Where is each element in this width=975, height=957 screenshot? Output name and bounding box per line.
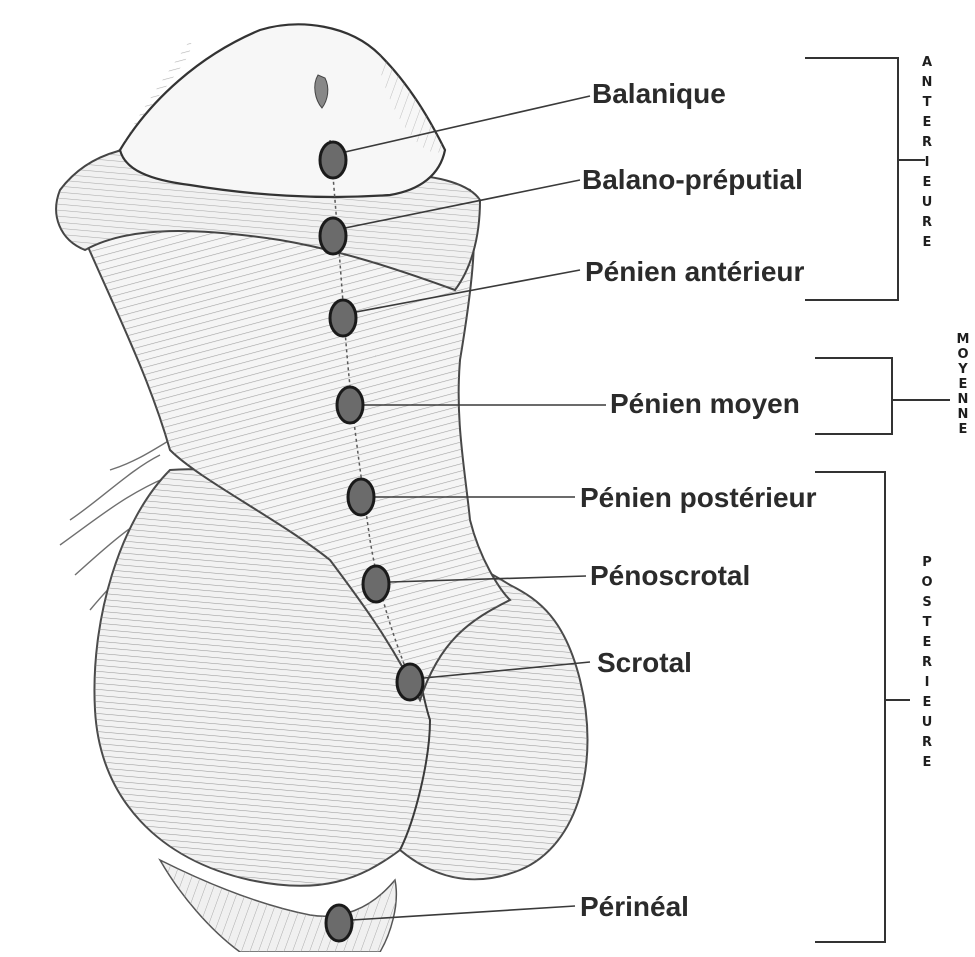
group-letter: E — [919, 176, 935, 196]
label-penien-posterieur: Pénien postérieur — [580, 484, 817, 512]
group-letter: R — [919, 136, 935, 156]
group-anterieure: ANTERIEURE — [919, 56, 935, 256]
group-letter: U — [919, 716, 935, 736]
group-letter: T — [919, 96, 935, 116]
group-letter: M — [955, 333, 971, 348]
label-penien-moyen: Pénien moyen — [610, 390, 800, 418]
group-letter: E — [919, 636, 935, 656]
group-moyenne: MOYENNE — [955, 333, 971, 438]
group-letter: E — [919, 756, 935, 776]
group-letter: T — [919, 616, 935, 636]
group-letter: O — [919, 576, 935, 596]
dot-perineal — [326, 905, 352, 941]
group-letter: N — [919, 76, 935, 96]
dot-scrotal — [397, 664, 423, 700]
dot-penien-moyen — [337, 387, 363, 423]
group-letter: E — [955, 378, 971, 393]
label-perineal: Périnéal — [580, 893, 689, 921]
dot-balano-preputial — [320, 218, 346, 254]
bracket-moyenne — [815, 358, 950, 434]
label-penien-anterieur: Pénien antérieur — [585, 258, 804, 286]
group-letter: P — [919, 556, 935, 576]
group-letter: N — [955, 393, 971, 408]
group-letter: E — [919, 696, 935, 716]
label-scrotal: Scrotal — [597, 649, 692, 677]
group-letter: N — [955, 408, 971, 423]
dot-penoscrotal — [363, 566, 389, 602]
group-letter: E — [955, 423, 971, 438]
group-letter: E — [919, 116, 935, 136]
group-letter: O — [955, 348, 971, 363]
group-letter: R — [919, 656, 935, 676]
group-letter: I — [919, 676, 935, 696]
label-balano-preputial: Balano-préputial — [582, 166, 803, 194]
group-letter: A — [919, 56, 935, 76]
group-letter: S — [919, 596, 935, 616]
group-posterieure: POSTERIEURE — [919, 556, 935, 776]
group-letter: R — [919, 736, 935, 756]
group-letter: R — [919, 216, 935, 236]
bracket-posterieure — [815, 472, 910, 942]
group-letter: U — [919, 196, 935, 216]
group-letter: I — [919, 156, 935, 176]
dot-balanique — [320, 142, 346, 178]
label-penoscrotal: Pénoscrotal — [590, 562, 750, 590]
group-letter: Y — [955, 363, 971, 378]
dot-penien-anterieur — [330, 300, 356, 336]
group-letter: E — [919, 236, 935, 256]
dot-penien-posterieur — [348, 479, 374, 515]
label-balanique: Balanique — [592, 80, 726, 108]
bracket-anterieure — [805, 58, 925, 300]
